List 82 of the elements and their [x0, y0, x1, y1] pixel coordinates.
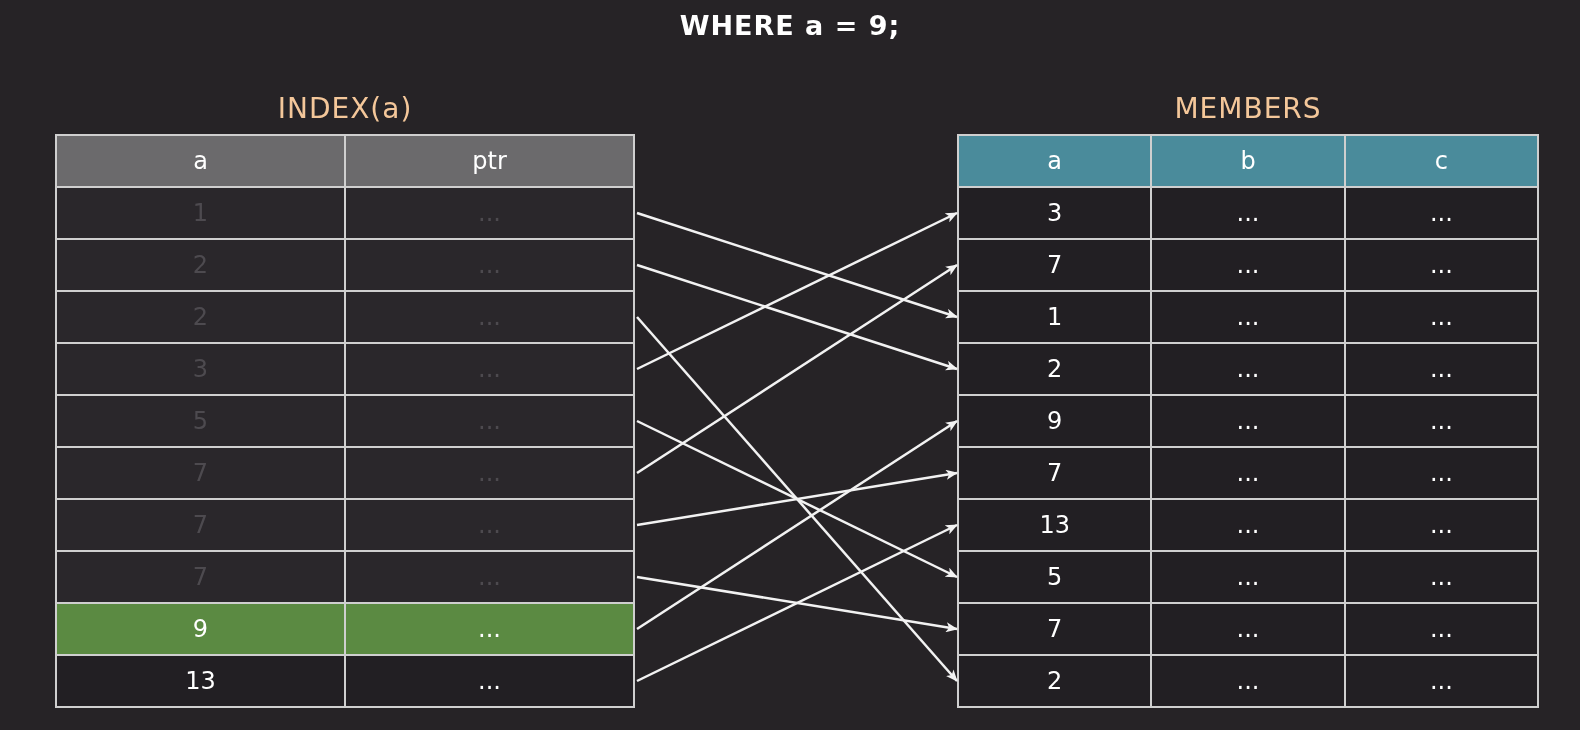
pointer-arrow: [636, 211, 958, 319]
column-header: b: [1152, 136, 1344, 186]
pointer-arrow: [636, 316, 958, 682]
column-header: a: [959, 136, 1151, 186]
table-cell: ...: [1152, 188, 1344, 238]
table-row: [57, 344, 633, 394]
table-cell: ...: [1345, 188, 1537, 238]
table-cell: ...: [1152, 344, 1344, 394]
table-row: [959, 240, 1537, 290]
table-row: [959, 500, 1537, 550]
table-cell: ...: [346, 604, 633, 654]
table-row: [959, 188, 1537, 238]
table-cell: ...: [346, 292, 633, 342]
table-row: [57, 188, 633, 238]
table-cell: ...: [1345, 552, 1537, 602]
pointer-arrow: [636, 211, 958, 371]
header-row: [959, 136, 1537, 186]
table-cell: ...: [1152, 604, 1344, 654]
table-cell: 5: [959, 552, 1151, 602]
table-cell: ...: [1345, 396, 1537, 446]
pointer-arrow: [636, 419, 958, 631]
table-cell: ...: [1152, 552, 1344, 602]
pointer-arrow: [636, 469, 958, 527]
table-row: [57, 656, 633, 706]
table-row: [57, 604, 633, 654]
table-cell: ...: [346, 448, 633, 498]
table-row: [959, 656, 1537, 706]
pointer-arrow: [636, 523, 958, 683]
table-cell: ...: [1345, 656, 1537, 706]
table-row: [959, 292, 1537, 342]
table-cell: 1: [959, 292, 1151, 342]
pointer-arrow: [636, 263, 958, 371]
table-row: [57, 292, 633, 342]
table-cell: 3: [959, 188, 1151, 238]
table-cell: 2: [959, 656, 1151, 706]
header-row: [57, 136, 633, 186]
table-cell: ...: [346, 344, 633, 394]
table-cell: 13: [57, 656, 344, 706]
column-header: a: [57, 136, 344, 186]
pointer-arrow: [636, 419, 958, 579]
query-title: WHERE a = 9;: [678, 10, 902, 41]
table-row: [959, 344, 1537, 394]
table-cell: ...: [1152, 240, 1344, 290]
table-row: [959, 448, 1537, 498]
table-cell: 7: [959, 604, 1151, 654]
table-heading: MEMBERS: [1174, 91, 1322, 127]
table-cell: ...: [346, 396, 633, 446]
table-cell: ...: [346, 500, 633, 550]
table-cell: ...: [1345, 344, 1537, 394]
table-cell: ...: [1152, 656, 1344, 706]
table-cell: ...: [1152, 396, 1344, 446]
table-cell: 9: [959, 396, 1151, 446]
pointer-arrow: [636, 575, 958, 633]
table-row: [57, 240, 633, 290]
column-header: c: [1345, 136, 1537, 186]
table-row: [57, 396, 633, 446]
table-cell: ...: [1152, 500, 1344, 550]
column-header: ptr: [346, 136, 633, 186]
table-cell: ...: [1345, 500, 1537, 550]
table-row: [959, 552, 1537, 602]
table-cell: ...: [1345, 292, 1537, 342]
table-row: [57, 552, 633, 602]
table-cell: 13: [959, 500, 1151, 550]
table-cell: ...: [346, 552, 633, 602]
table-heading: INDEX(a): [277, 91, 413, 127]
table-cell: ...: [346, 656, 633, 706]
table-cell: ...: [1345, 604, 1537, 654]
table-cell: ...: [1152, 448, 1344, 498]
table-cell: ...: [346, 188, 633, 238]
table-row: [57, 500, 633, 550]
table-row: [959, 396, 1537, 446]
table-row: [57, 448, 633, 498]
table-cell: ...: [1152, 292, 1344, 342]
table-cell: ...: [1345, 448, 1537, 498]
table-row: [959, 604, 1537, 654]
table-cell: ...: [1345, 240, 1537, 290]
table-cell: 2: [959, 344, 1151, 394]
table-cell: 7: [959, 448, 1151, 498]
table-cell: 9: [57, 604, 344, 654]
table-cell: 7: [959, 240, 1151, 290]
table-cell: ...: [346, 240, 633, 290]
pointer-arrow: [636, 263, 958, 475]
